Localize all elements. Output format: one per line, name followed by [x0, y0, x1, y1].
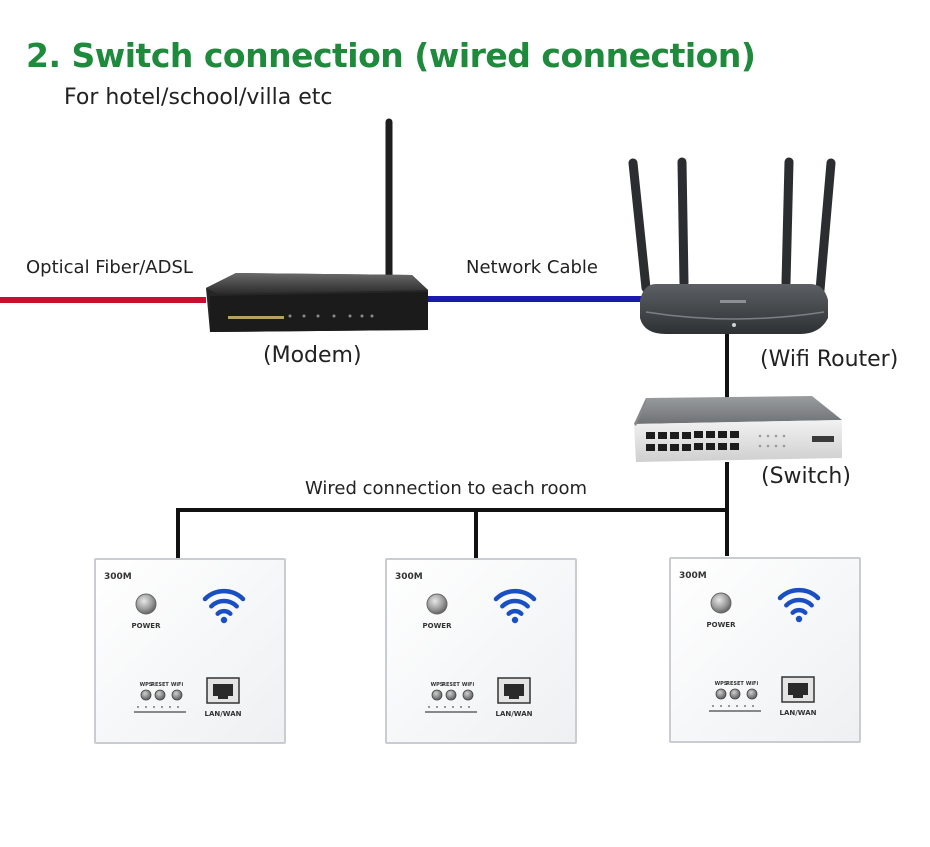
panel-button-icon [462, 689, 474, 701]
led-indicator-icon [436, 706, 438, 708]
modem-label: (Modem) [263, 343, 362, 368]
panel-model-label: 300M [679, 571, 707, 581]
network-cable-label: Network Cable [466, 257, 598, 278]
panel-button-icon [140, 689, 152, 701]
led-indicator-icon [712, 705, 714, 707]
page-subtitle: For hotel/school/villa etc [64, 85, 333, 110]
power-knob-icon [135, 593, 157, 615]
panel-button-label: RESET [442, 682, 460, 688]
panel-button-icon [746, 688, 758, 700]
ethernet-port-icon [781, 676, 815, 703]
led-indicator-icon [468, 706, 470, 708]
panel-button-icon [729, 688, 741, 700]
panel-button-label: WPS [140, 682, 153, 688]
led-indicator-icon [452, 706, 454, 708]
panel-port-label: LAN/WAN [205, 710, 242, 718]
led-indicator-icon [728, 705, 730, 707]
panel-power-label: POWER [132, 622, 162, 630]
panel-power-label: POWER [707, 621, 737, 629]
page-title: 2. Switch connection (wired connection) [26, 36, 756, 75]
wifi-router-icon [628, 157, 836, 334]
led-indicator-icon [169, 706, 171, 708]
panel-button-icon [715, 688, 727, 700]
led-indicator-icon [137, 706, 139, 708]
wifi-icon [777, 587, 821, 623]
panel-model-label: 300M [395, 572, 423, 582]
panel-button-label: WiFi [462, 682, 475, 688]
wifi-icon [493, 588, 537, 624]
panel-button-label: WPS [431, 682, 444, 688]
panel-button-label: RESET [151, 682, 169, 688]
led-indicator-icon [736, 705, 738, 707]
panel-button-label: RESET [726, 681, 744, 687]
led-indicator-icon [744, 705, 746, 707]
led-indicator-icon [145, 706, 147, 708]
led-legend-strip [134, 711, 186, 713]
led-legend-strip [709, 710, 761, 712]
led-indicator-icon [161, 706, 163, 708]
power-knob-icon [710, 592, 732, 614]
power-knob-icon [426, 593, 448, 615]
panel-button-icon [445, 689, 457, 701]
switch-label: (Switch) [761, 464, 851, 489]
ethernet-port-icon [497, 677, 531, 704]
wifi-router-label: (Wifi Router) [760, 347, 899, 372]
panel-button-label: WPS [715, 681, 728, 687]
panel-port-label: LAN/WAN [496, 710, 533, 718]
led-legend-strip [425, 711, 477, 713]
wired-connection-label: Wired connection to each room [305, 478, 588, 499]
optical-fiber-label: Optical Fiber/ADSL [26, 257, 193, 278]
wifi-icon [202, 588, 246, 624]
modem-icon [206, 118, 428, 332]
panel-button-label: WiFi [171, 682, 184, 688]
panel-button-label: WiFi [746, 681, 759, 687]
led-indicator-icon [752, 705, 754, 707]
panel-model-label: 300M [104, 572, 132, 582]
led-indicator-icon [153, 706, 155, 708]
panel-power-label: POWER [423, 622, 453, 630]
panel-button-icon [154, 689, 166, 701]
panel-port-label: LAN/WAN [780, 709, 817, 717]
ethernet-port-icon [206, 677, 240, 704]
led-indicator-icon [444, 706, 446, 708]
led-indicator-icon [720, 705, 722, 707]
led-indicator-icon [177, 706, 179, 708]
panel-button-icon [431, 689, 443, 701]
panel-button-icon [171, 689, 183, 701]
network-switch-icon [634, 396, 842, 462]
led-indicator-icon [460, 706, 462, 708]
led-indicator-icon [428, 706, 430, 708]
